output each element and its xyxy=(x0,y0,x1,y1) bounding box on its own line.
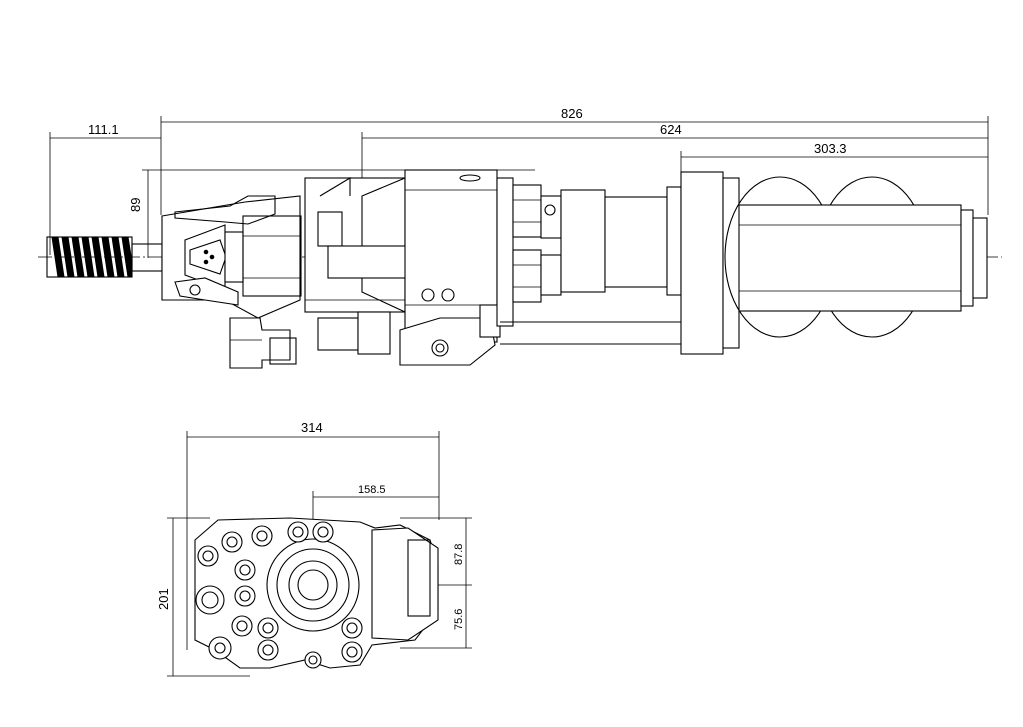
fittings xyxy=(496,177,682,327)
end-right-cylinder xyxy=(371,527,439,641)
dim-height: 201 xyxy=(156,588,171,610)
dimension-lines-top xyxy=(49,116,989,258)
valve-block xyxy=(399,169,501,366)
front-housing xyxy=(161,195,302,369)
dim-overall-length: 826 xyxy=(561,106,583,121)
dim-body-length: 624 xyxy=(660,122,682,137)
middle-body xyxy=(304,177,409,355)
rear-motor xyxy=(500,171,988,355)
dimension-lines-end xyxy=(167,431,472,677)
dim-front-offset: 111.1 xyxy=(88,122,119,137)
dim-upper: 87.8 xyxy=(453,544,465,565)
end-view: 314 158.5 201 87.8 75.6 xyxy=(156,420,472,677)
dim-rear-length: 303.3 xyxy=(814,141,847,156)
dim-height-offset: 89 xyxy=(128,198,143,212)
end-bolts xyxy=(195,521,363,669)
threaded-shank xyxy=(46,236,163,278)
center-boss xyxy=(266,538,360,632)
dim-width: 314 xyxy=(301,420,323,435)
dim-lower: 75.6 xyxy=(453,609,465,630)
side-view: 826 624 303.3 111.1 89 xyxy=(38,106,1002,369)
dim-center-offset: 158.5 xyxy=(358,484,386,496)
